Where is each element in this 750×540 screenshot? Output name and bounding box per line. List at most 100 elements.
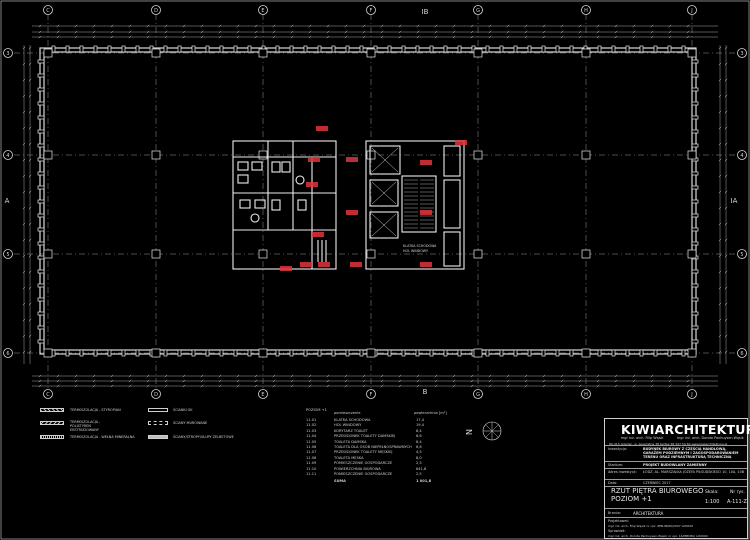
facade-mullion: [107, 45, 112, 53]
dimension-tick: [22, 206, 26, 210]
dimension-tick: [92, 24, 96, 28]
dimension-tick: [650, 374, 654, 378]
authors-left: mgr inż. arch. Filip Wąsik: [621, 436, 664, 440]
structural-column: [151, 348, 161, 358]
legend-label: ŚCIANY/STROPY/SŁUPY ŻELBETOWE: [173, 435, 234, 439]
room-area: 8,4: [416, 439, 422, 444]
dimension-tick: [22, 222, 26, 226]
dimension-tick: [542, 30, 546, 34]
room-schedule-header-name: pomieszczenie: [334, 411, 361, 415]
grid-bubble: [3, 348, 13, 358]
room-name: HOL WINDOWY: [334, 423, 362, 428]
dimension-tick: [236, 379, 240, 383]
dimension-tick: [452, 379, 456, 383]
dimension-tick: [686, 384, 690, 388]
logo-text: IARCHITEKTURA: [649, 422, 750, 437]
branch-label: Branża:: [608, 511, 621, 515]
scale-value: 1:100: [705, 499, 720, 505]
dimension-tick: [290, 374, 294, 378]
grid-bubble: [687, 389, 697, 399]
dimension-tick: [326, 30, 330, 34]
building-envelope: [39, 47, 697, 355]
section-marker: A: [5, 197, 10, 205]
structural-column: [687, 249, 697, 259]
grid-bubble-label: H: [584, 392, 588, 398]
facade-mullion: [37, 73, 45, 78]
facade-mullion: [317, 349, 322, 357]
facade-mullion: [513, 45, 518, 53]
grid-bubble: [687, 5, 697, 15]
facade-mullion: [289, 45, 294, 53]
facade-mullion: [691, 143, 699, 148]
dimension-tick: [164, 30, 168, 34]
dimension-tick: [614, 30, 618, 34]
section-marker: IA: [731, 197, 738, 205]
dimension-tick: [22, 254, 26, 258]
structural-columns: [43, 48, 697, 358]
site-address: ŁÓDŹ, AL. MARSZAŁKA JÓZEFA PIŁSUDSKIEGO …: [643, 470, 745, 474]
dimension-tick: [718, 158, 722, 162]
grid-bubble: [151, 5, 161, 15]
grid-bubble: [3, 150, 13, 160]
structural-column: [258, 348, 268, 358]
dimension-tick: [308, 35, 312, 39]
legend-label: ŚCIANY MUROWANE: [173, 421, 208, 425]
dimension-tick: [560, 384, 564, 388]
dimension-tick: [38, 24, 42, 28]
structural-column: [258, 249, 268, 259]
dimension-tick: [28, 270, 32, 274]
dimension-tick: [182, 384, 186, 388]
facade-mullion: [37, 311, 45, 316]
dimension-tick: [718, 94, 722, 98]
facade-mullion: [37, 59, 45, 64]
grid-bubble-label: 4: [740, 153, 743, 159]
grid-bubble: [43, 389, 53, 399]
dimension-tick: [218, 384, 222, 388]
stage-label: Stadium:: [608, 463, 624, 467]
red-tag: [316, 126, 328, 131]
dimension-tick: [362, 24, 366, 28]
facade-mullion: [691, 213, 699, 218]
dimension-tick: [110, 24, 114, 28]
dimension-tick: [686, 35, 690, 39]
facade-mullion: [667, 45, 672, 53]
dimension-tick: [308, 384, 312, 388]
dimension-tick: [56, 379, 60, 383]
room-name: POMIESZCZENIE GOSPODARCZE: [334, 461, 393, 466]
facade-mullion: [79, 45, 84, 53]
dimension-tick: [398, 35, 402, 39]
dimension-tick: [524, 384, 528, 388]
dimension-tick: [128, 24, 132, 28]
dimension-tick: [718, 222, 722, 226]
dimension-tick: [344, 374, 348, 378]
dimension-tick: [22, 174, 26, 178]
legend-swatch-concrete: [148, 435, 168, 439]
dimension-tick: [724, 286, 728, 290]
facade-mullion: [639, 349, 644, 357]
dimension-tick: [718, 78, 722, 82]
dimension-tick: [236, 30, 240, 34]
dimension-tick: [326, 374, 330, 378]
grid-bubble: [737, 150, 747, 160]
dimension-tick: [74, 24, 78, 28]
facade-mullion: [527, 45, 532, 53]
dimension-tick: [290, 379, 294, 383]
facade-mullion: [569, 349, 574, 357]
dimension-tick: [724, 190, 728, 194]
dimension-tick: [724, 222, 728, 226]
dimension-tick: [718, 206, 722, 210]
facade-mullion: [37, 185, 45, 190]
dimension-tick: [22, 334, 26, 338]
dimension-tick: [164, 379, 168, 383]
facade-mullion: [415, 45, 420, 53]
facade-mullion: [653, 349, 658, 357]
facade-mullion: [597, 349, 602, 357]
room-name: KORYTARZ TOALET: [334, 428, 368, 433]
dimension-tick: [182, 24, 186, 28]
dimension-tick: [668, 35, 672, 39]
sheet-number-label: Nr rys.: [730, 490, 745, 495]
dimension-tick: [28, 142, 32, 146]
dimension-tick: [28, 158, 32, 162]
